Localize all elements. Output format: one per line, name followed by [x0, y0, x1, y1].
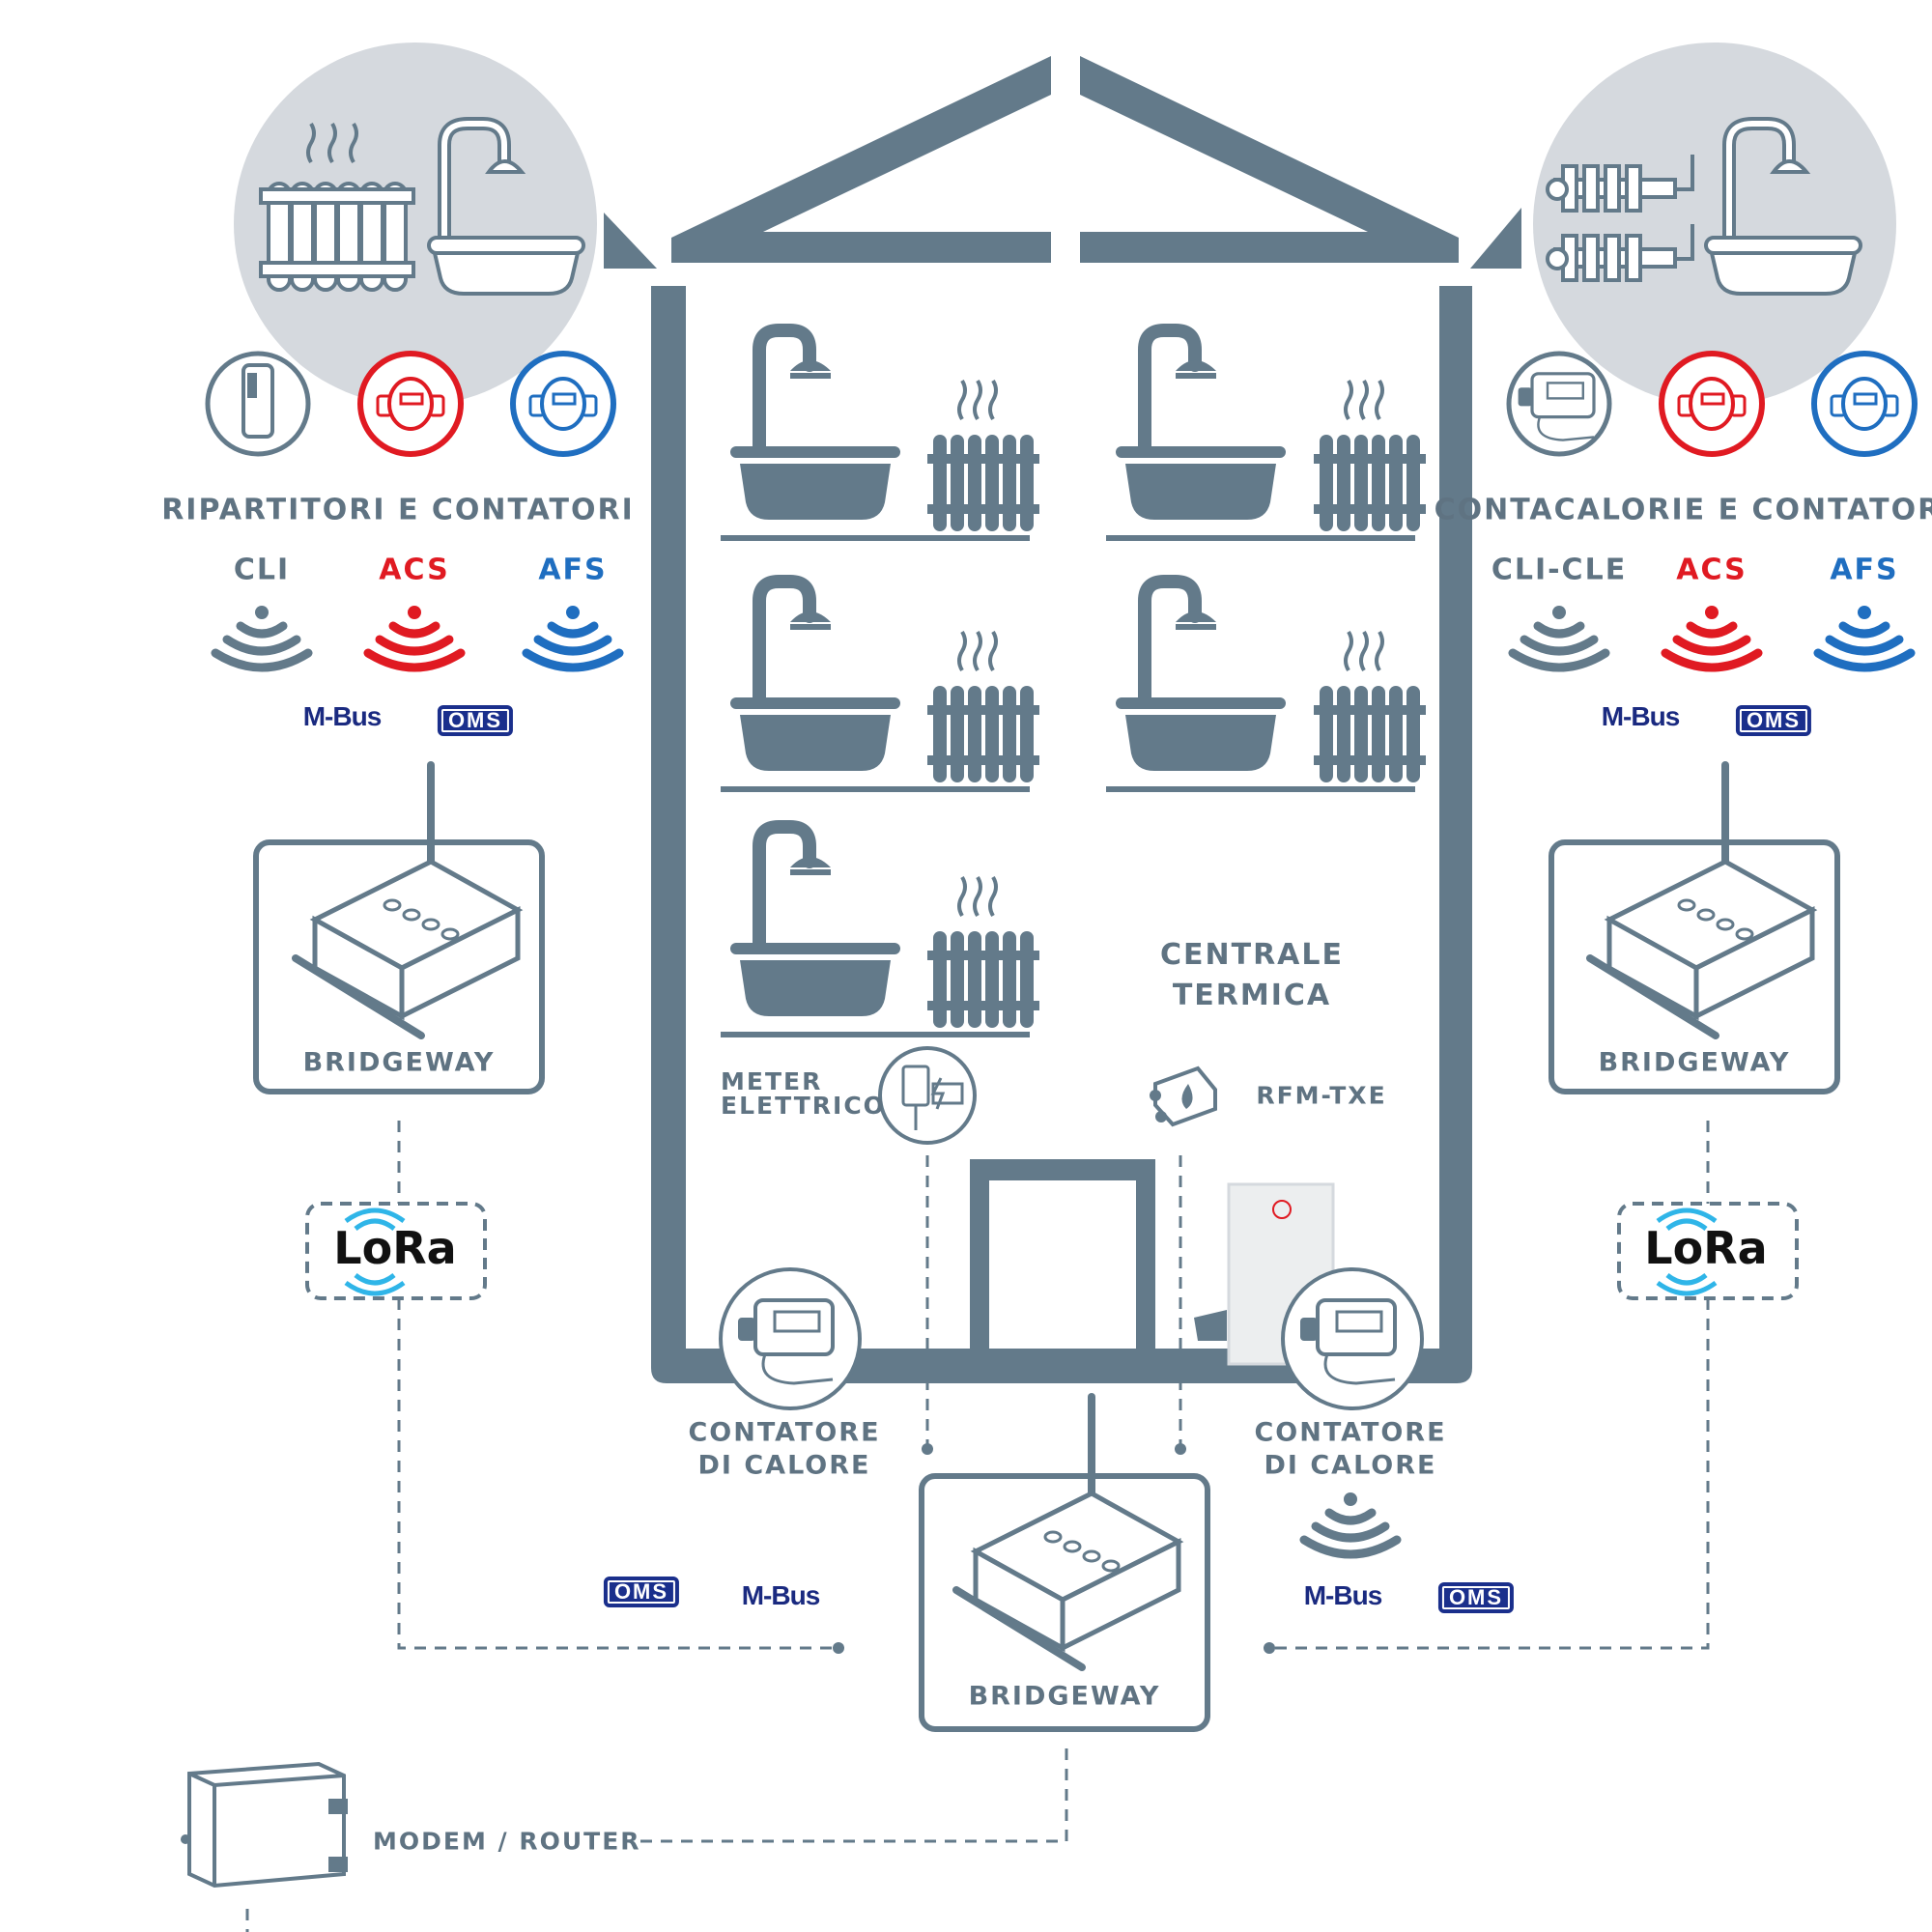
lora-left-waves	[344, 1208, 406, 1296]
apartment-2-icons	[1106, 330, 1428, 541]
connector-lines	[245, 1121, 1710, 1932]
lora-left-box	[305, 1202, 487, 1300]
apartment-3-icons	[721, 582, 1041, 792]
manifold-icon	[1546, 155, 1694, 282]
wireless-acs-icon	[368, 606, 461, 668]
building	[604, 56, 1521, 1383]
rfm-device-icon	[1150, 1065, 1217, 1127]
left-panel-graphics	[205, 43, 619, 1300]
apartment-1-icons	[721, 330, 1041, 541]
bathtub-shower-icon	[1704, 117, 1862, 296]
wireless-afs-icon	[526, 606, 619, 668]
roof-right-arrow	[1470, 208, 1521, 269]
wireless-heat-meter-icon	[1304, 1492, 1397, 1554]
heat-meter-right-icon	[1281, 1267, 1424, 1410]
radiator-icon	[259, 182, 415, 292]
electric-meter-icon	[878, 1046, 977, 1145]
bathtub-shower-icon	[427, 117, 585, 296]
apartment-4-icons	[1106, 582, 1428, 792]
heat-meter-left-icon	[719, 1267, 862, 1410]
modem-router-icon	[181, 1761, 348, 1889]
lora-right-waves	[1656, 1208, 1718, 1296]
wireless-afs-icon	[1818, 606, 1911, 668]
connector-dots	[833, 1443, 1275, 1654]
door	[970, 1159, 1155, 1352]
wireless-cli-icon	[215, 606, 308, 668]
apartment-5-icons	[721, 827, 1041, 1037]
right-panel-graphics	[1506, 43, 1918, 1300]
roof-left-arrow	[604, 213, 657, 269]
bottom-graphics	[181, 1397, 1397, 1889]
wireless-acs-icon	[1665, 606, 1758, 668]
wireless-cli-cle-icon	[1513, 606, 1605, 668]
